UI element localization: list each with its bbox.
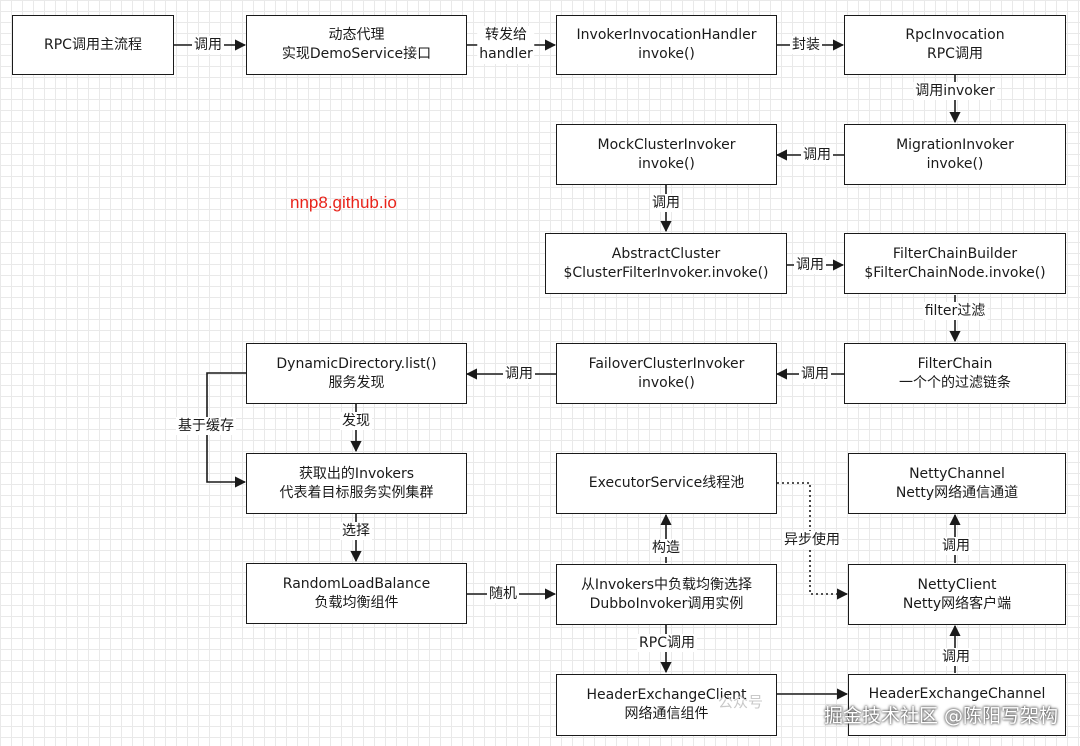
edge-label-call: 调用 (799, 365, 831, 383)
edge-label-line: 转发给 (484, 27, 527, 43)
node-abstract-cluster: AbstractCluster $ClusterFilterInvoker.in… (545, 233, 787, 294)
node-invoker-invocation-handler: InvokerInvocationHandler invoke() (556, 15, 777, 75)
node-label: RPC调用主流程 (44, 36, 142, 53)
node-label: NettyClient (917, 576, 997, 593)
node-label: invoke() (926, 155, 984, 172)
node-netty-channel: NettyChannel Netty网络通信通道 (848, 453, 1066, 514)
node-label: DubboInvoker调用实例 (589, 595, 744, 612)
node-label: MockClusterInvoker (597, 136, 736, 153)
edge-label-call: 调用 (801, 146, 833, 164)
node-label: FailoverClusterInvoker (588, 355, 745, 372)
node-invokers-found: 获取出的Invokers 代表着目标服务实例集群 (246, 453, 467, 514)
edge-label-select: 选择 (340, 522, 372, 540)
node-label: invoke() (638, 374, 695, 391)
node-label: 动态代理 (328, 27, 385, 43)
node-label: $ClusterFilterInvoker.invoke() (563, 264, 769, 281)
node-netty-client: NettyClient Netty网络客户端 (848, 564, 1066, 625)
node-dynamic-proxy: 动态代理 实现DemoService接口 (246, 15, 467, 75)
edge-label-call: 调用 (794, 256, 826, 274)
edge-label-call: 调用 (650, 194, 682, 212)
node-label: ExecutorService线程池 (588, 475, 745, 491)
node-label: RPC调用 (927, 46, 983, 62)
node-dynamic-directory: DynamicDirectory.list() 服务发现 (246, 343, 467, 404)
node-label: invoke() (638, 46, 695, 62)
footer-watermark: 掘金技术社区 @陈阳写架构 (823, 705, 1058, 727)
node-label: Netty网络通信通道 (895, 484, 1019, 501)
edge-label-line: handler (479, 46, 533, 62)
edge-label-rpc-call: RPC调用 (637, 634, 697, 652)
node-filter-chain-builder: FilterChainBuilder $FilterChainNode.invo… (844, 233, 1066, 294)
node-select-dubbo-invoker: 从Invokers中负载均衡选择 DubboInvoker调用实例 (556, 564, 777, 625)
node-label: 从Invokers中负载均衡选择 (580, 576, 753, 593)
node-label: 实现DemoService接口 (281, 46, 432, 62)
node-label: FilterChainBuilder (892, 245, 1018, 262)
footer-brand: 公众号 (718, 693, 764, 711)
edge-label-filter: filter过滤 (922, 302, 988, 320)
node-executor-service: ExecutorService线程池 (556, 453, 777, 514)
node-label: HeaderExchangeChannel (868, 686, 1046, 702)
edge-label-wrap: 封装 (790, 36, 822, 54)
edge-label-call: 调用 (940, 648, 972, 666)
node-label: invoke() (638, 155, 695, 172)
node-mock-cluster-invoker: MockClusterInvoker invoke() (556, 124, 777, 185)
edge-label-async-use: 异步使用 (782, 531, 842, 549)
edge-label-call-invoker: 调用invoker (913, 82, 997, 100)
node-label: InvokerInvocationHandler (576, 27, 757, 43)
node-label: FilterChain (917, 355, 993, 372)
edge-label-discover: 发现 (340, 412, 372, 430)
node-label: MigrationInvoker (896, 136, 1014, 153)
node-label: RpcInvocation (905, 27, 1005, 43)
node-header-exchange-channel: HeaderExchangeChannel (848, 674, 1066, 736)
node-label: 负载均衡组件 (314, 594, 399, 611)
watermark-url: nnp8.github.io (290, 193, 397, 212)
node-rpc-invocation: RpcInvocation RPC调用 (844, 15, 1066, 75)
edge-executor-async-to-nettyclient (777, 482, 849, 600)
node-rpc-main-flow: RPC调用主流程 (12, 15, 174, 75)
node-label: 获取出的Invokers (298, 465, 415, 482)
node-label: DynamicDirectory.list() (276, 355, 437, 372)
node-header-exchange-client: HeaderExchangeClient 网络通信组件 (556, 674, 777, 736)
node-label: AbstractCluster (611, 245, 721, 262)
node-label: 一个个的过滤链条 (899, 374, 1011, 391)
edge-label-cache-based: 基于缓存 (176, 417, 236, 435)
node-migration-invoker: MigrationInvoker invoke() (844, 124, 1066, 185)
node-label: NettyChannel (909, 465, 1005, 482)
node-label: $FilterChainNode.invoke() (864, 264, 1046, 281)
node-filter-chain: FilterChain 一个个的过滤链条 (844, 343, 1066, 404)
node-label: HeaderExchangeClient (586, 687, 747, 703)
node-label: 网络通信组件 (624, 706, 709, 722)
edge-label-random: 随机 (487, 585, 519, 603)
edge-label-construct: 构造 (650, 539, 682, 557)
edge-label-forward-handler: 转发给 handler (477, 26, 535, 64)
edge-label-call: 调用 (503, 365, 535, 383)
node-failover-cluster-invoker: FailoverClusterInvoker invoke() (556, 343, 777, 404)
edge-label-call: 调用 (192, 36, 224, 54)
node-label: 代表着目标服务实例集群 (279, 484, 434, 501)
node-random-load-balance: RandomLoadBalance 负载均衡组件 (246, 563, 467, 624)
node-label: RandomLoadBalance (282, 575, 431, 592)
edge-label-call: 调用 (940, 537, 972, 555)
node-label: 服务发现 (328, 374, 385, 391)
node-label: Netty网络客户端 (902, 595, 1012, 612)
